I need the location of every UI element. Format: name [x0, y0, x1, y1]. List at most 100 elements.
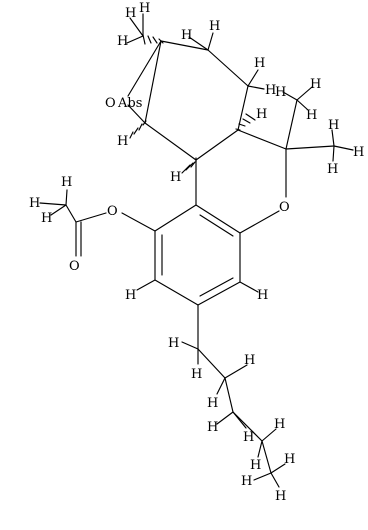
- hydrogen-label: H: [353, 145, 364, 160]
- bond: [65, 189, 68, 206]
- acetate-group: O O H H H: [29, 175, 156, 274]
- hydrogen-label: H: [275, 489, 286, 504]
- epoxide-oxygen-label: O: [105, 96, 116, 111]
- hash-bond: [245, 113, 256, 121]
- bond: [285, 99, 298, 150]
- hydrogen-label: H: [241, 474, 252, 489]
- bond: [285, 145, 335, 150]
- bond: [239, 210, 280, 234]
- bond: [195, 129, 239, 161]
- epoxide-bond: [127, 40, 162, 97]
- hydrogen-label: H: [170, 170, 181, 185]
- bond: [296, 86, 313, 101]
- bond: [261, 440, 272, 474]
- bond: [332, 145, 335, 162]
- hydrogen-label: H: [327, 162, 338, 177]
- hydrogen-label: H: [274, 417, 285, 432]
- bond: [197, 348, 226, 379]
- hydrogen-label: H: [125, 288, 136, 303]
- bond: [197, 281, 241, 306]
- bond: [154, 204, 197, 232]
- pyran-ring: O: [195, 148, 290, 234]
- bond: [144, 122, 197, 161]
- bond: [232, 411, 263, 442]
- hydrogen-label: H: [209, 19, 220, 34]
- bond: [207, 49, 249, 87]
- bond: [129, 17, 144, 37]
- hydrogen-label: H: [256, 107, 267, 122]
- hydrogen-label: H: [244, 353, 255, 368]
- bond: [237, 85, 249, 131]
- hydrogen-label: H: [41, 211, 52, 226]
- bond: [247, 85, 265, 90]
- hash-bond: [142, 120, 147, 126]
- bond: [216, 377, 226, 395]
- hydrogen-label: H: [61, 175, 72, 190]
- hydrogen-label: H: [306, 108, 317, 123]
- hydrogen-label: H: [181, 28, 192, 43]
- ring-oxygen-label: O: [279, 200, 290, 215]
- bond: [224, 364, 248, 379]
- hydrogen-label: H: [265, 83, 276, 98]
- hash-bond: [138, 123, 143, 131]
- hydrogen-label: H: [191, 367, 202, 382]
- bond: [195, 204, 241, 234]
- hydrogen-label: H: [254, 56, 265, 71]
- bond: [261, 428, 277, 442]
- bond: [75, 212, 107, 223]
- hydrogen-label: H: [250, 458, 261, 473]
- hash-bond: [152, 36, 158, 44]
- bond: [224, 377, 234, 413]
- bond: [65, 204, 77, 223]
- hash-bond: [147, 35, 152, 44]
- hydrogen-label: H: [310, 77, 321, 92]
- abs-stereo-label: Abs: [117, 96, 142, 111]
- hash-bond: [142, 34, 146, 45]
- hash-bond: [181, 164, 191, 174]
- bond: [270, 472, 280, 488]
- hash-bond: [133, 127, 139, 135]
- bond: [144, 40, 162, 124]
- epoxide-bond: [127, 104, 146, 124]
- bond: [216, 411, 234, 425]
- bond: [181, 341, 199, 350]
- hydrogen-label: H: [284, 452, 295, 467]
- carbonyl-oxygen-label: O: [69, 259, 80, 274]
- bond: [331, 129, 335, 147]
- hydrogen-label: H: [257, 288, 268, 303]
- hydrogen-label: H: [207, 420, 218, 435]
- bond: [247, 69, 259, 87]
- hash-bond: [190, 161, 196, 168]
- bond: [39, 202, 67, 206]
- pentyl-chain: H H H H H H H H H H H: [168, 304, 295, 504]
- bond: [136, 279, 156, 291]
- epoxide-methyl: H H H: [117, 1, 150, 49]
- upper-ring-hydrogens: H H H H: [181, 19, 276, 98]
- bond: [237, 129, 287, 150]
- hash-bond: [242, 118, 251, 124]
- bond: [270, 463, 286, 474]
- bond: [188, 36, 209, 51]
- hash-bond: [238, 123, 246, 127]
- hydrogen-label: H: [275, 85, 286, 100]
- hash-bond: [158, 38, 164, 44]
- bond: [239, 281, 259, 293]
- bond: [126, 35, 144, 44]
- bond: [253, 472, 272, 481]
- ester-oxygen-label: O: [107, 204, 118, 219]
- hydrogen-label: H: [117, 34, 128, 49]
- bond: [296, 99, 309, 111]
- double-bond: [199, 214, 234, 237]
- hydrogen-label: H: [125, 6, 136, 21]
- gem-dimethyl: H H H H H H: [237, 77, 364, 177]
- hydrogen-label: H: [243, 430, 254, 445]
- bond: [282, 91, 298, 101]
- hydrogen-label: H: [139, 1, 150, 16]
- bond: [257, 440, 263, 458]
- bond: [121, 212, 156, 232]
- double-bond: [199, 277, 234, 297]
- hydrogen-label: H: [117, 134, 128, 149]
- hash-bond: [129, 131, 134, 139]
- bond: [154, 279, 199, 306]
